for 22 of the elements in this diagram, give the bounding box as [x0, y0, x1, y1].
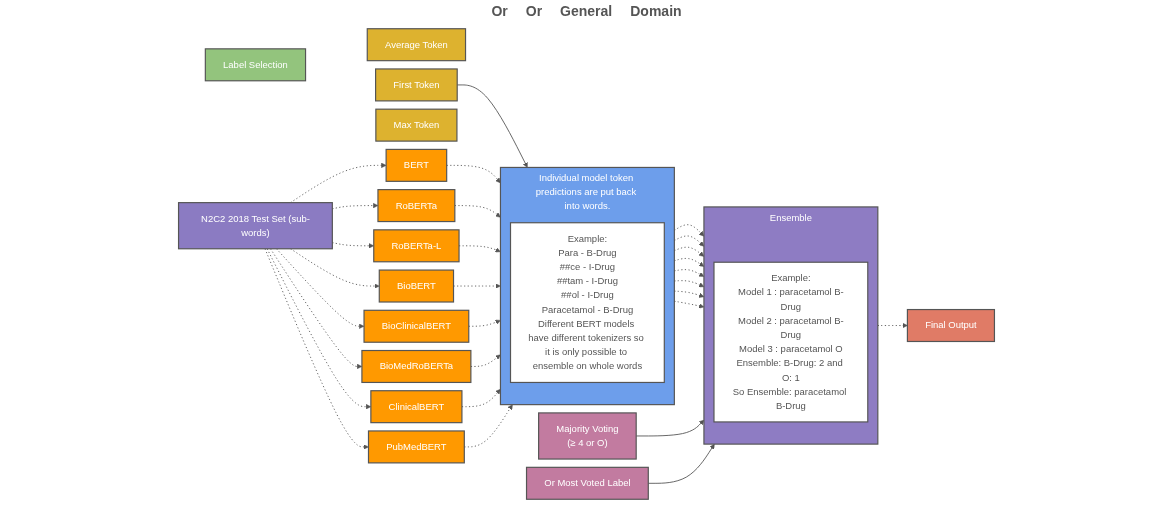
node-box: N2C2 2018 Test Set (sub-words)	[177, 202, 333, 250]
node-box: Label Selection	[204, 48, 307, 82]
node-box: ClinicalBERT	[370, 390, 463, 424]
node-box: BioBERT	[378, 269, 455, 303]
node-box: Example: Model 1 : paracetamol B-Drug Model 2 : paracetamol B-Drug Model 3 : paracetamol O Ensemble: B-Drug: 2 and O: 1 So Ensemble: paracetamol B-Drug	[713, 261, 869, 423]
note-text: General	[560, 3, 613, 21]
node-box: Or Most Voted Label	[525, 466, 649, 500]
node-box: RoBERTa	[377, 189, 456, 223]
node-box: Average Token	[366, 28, 467, 62]
note-text: Or	[491, 3, 508, 21]
note-text: Domain	[630, 3, 682, 21]
node-box: BioMedRoBERTa	[361, 349, 472, 384]
node-box: BioClinicalBERT	[363, 309, 470, 343]
note-text: Or	[525, 3, 543, 21]
node-box: RoBERTa-L	[373, 229, 460, 263]
node-box: PubMedBERT	[367, 430, 465, 464]
node-box: BERT	[385, 148, 448, 182]
node-box: Max Token	[375, 108, 458, 142]
node-box: First Token	[375, 68, 458, 102]
node-box: Majority Voting (≥ 4 or O)	[538, 412, 637, 460]
node-box: Example: Para - B-Drug ##ce - I-Drug ##tam - I-Drug ##ol - I-Drug Paracetamol - B-Drug Different BERT models have different tokenizers so it is only possible to ensemble on whole words	[509, 222, 665, 384]
node-box: Final Output	[906, 308, 996, 343]
